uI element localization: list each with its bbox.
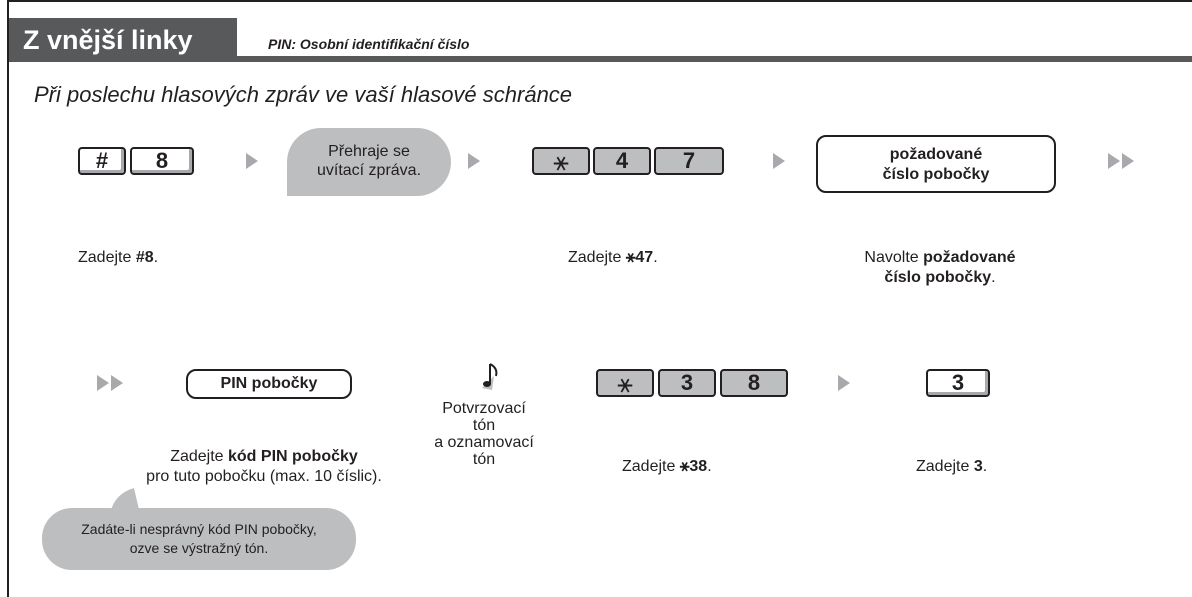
key-4: 4	[593, 147, 651, 175]
arrow-right-icon	[1108, 153, 1120, 169]
key-7: 7	[654, 147, 724, 175]
header-title: Z vnější linky	[9, 18, 237, 62]
note-line-2: ozve se výstražný tón.	[129, 540, 269, 556]
section-title: Při poslechu hlasových zpráv ve vaší hla…	[34, 82, 573, 107]
desc-enter-star38: Zadejte ⚹38.	[622, 458, 712, 475]
box-line-2: číslo pobočky	[882, 166, 990, 183]
desc-enter-8: Zadejte #8.	[78, 249, 159, 266]
key-3: 3	[658, 369, 716, 397]
desc-dial-extension: Navolte požadované číslo pobočky.	[864, 249, 1016, 286]
arrow-right-icon	[246, 153, 258, 169]
welcome-message-bubble: Přehraje se uvítací zpráva.	[287, 128, 451, 196]
key-hash: #	[78, 147, 126, 175]
arrow-right-icon	[468, 153, 480, 169]
box-line-1: požadované	[889, 146, 983, 163]
arrow-right-icon	[773, 153, 785, 169]
key-3-single: 3	[926, 369, 990, 397]
wrong-pin-note: Zadáte-li nesprávný kód PIN pobočky, ozv…	[42, 508, 356, 570]
arrow-right-icon	[838, 375, 850, 391]
bubble-text: Přehraje se uvítací zpráva.	[316, 143, 422, 179]
key-star: ⚹	[596, 369, 654, 397]
tone-label: Potvrzovací tón a oznamovací tón	[434, 400, 534, 468]
desc-enter-3: Zadejte 3.	[916, 458, 988, 475]
frame-left-border	[7, 0, 9, 597]
arrow-right-icon	[97, 375, 109, 391]
header-band	[9, 56, 1192, 62]
note-bubble-tail	[110, 488, 140, 514]
extension-number-box: požadované číslo pobočky	[816, 135, 1056, 193]
key-8: 8	[720, 369, 788, 397]
pin-box: PIN pobočky	[186, 369, 352, 399]
header-subtitle: PIN: Osobní identifikační číslo	[268, 36, 470, 52]
note-line-1: Zadáte-li nesprávný kód PIN pobočky,	[81, 521, 317, 537]
desc-enter-pin: Zadejte kód PIN pobočky pro tuto pobočku…	[146, 448, 382, 485]
star-icon: ⚹	[553, 146, 569, 176]
key-star: ⚹	[532, 147, 590, 175]
desc-enter-star47: Zadejte ⚹47.	[568, 249, 658, 266]
key-8: 8	[130, 147, 194, 175]
arrow-right-icon	[111, 375, 123, 391]
arrow-right-icon	[1122, 153, 1134, 169]
tone-note-icon	[482, 363, 498, 390]
frame-top-border	[7, 0, 1192, 2]
star-icon: ⚹	[617, 368, 633, 398]
